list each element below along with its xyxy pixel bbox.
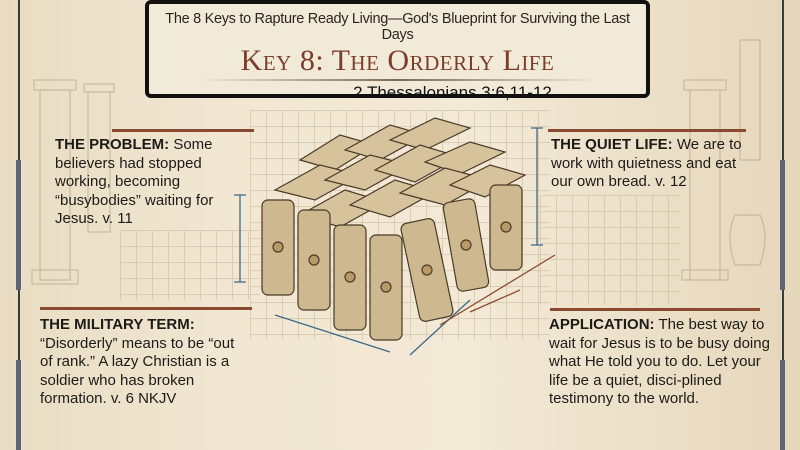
blueprint-grid-right — [540, 195, 680, 305]
military-divider — [40, 307, 252, 310]
right-scale-bar — [780, 160, 785, 290]
title-banner: The 8 Keys to Rapture Ready Living—God's… — [145, 0, 650, 102]
quiet-life-section: THE QUIET LIFE: We are to work with quie… — [551, 136, 751, 192]
military-term-section: THE MILITARY TERM: “Disorderly” means to… — [40, 316, 250, 409]
quiet-text: We are to work with quietness and eat ou… — [551, 136, 742, 190]
right-scale-bar-lower — [780, 360, 785, 450]
application-section: APPLICATION: The best way to wait for Je… — [549, 316, 779, 409]
title-divider — [197, 79, 598, 81]
problem-divider — [112, 129, 254, 132]
military-text: “Disorderly” means to be “out of rank.” … — [40, 334, 235, 408]
page-title: Key 8: The Orderly Life — [240, 44, 555, 77]
application-heading: APPLICATION: — [549, 316, 655, 333]
problem-text: Some believers had stopped working, beco… — [55, 136, 214, 227]
quiet-divider — [548, 129, 746, 132]
problem-heading: THE PROBLEM: — [55, 136, 170, 153]
military-heading: THE MILITARY TERM: — [40, 316, 195, 333]
quiet-heading: THE QUIET LIFE: — [551, 136, 673, 153]
left-scale-bar-lower — [16, 360, 21, 450]
problem-section: THE PROBLEM: Some believers had stopped … — [55, 136, 235, 229]
scripture-reference: 2 Thessalonians 3:6,11-12 — [353, 83, 552, 102]
application-divider — [550, 308, 760, 311]
left-scale-bar — [16, 160, 21, 290]
application-text: The best way to wait for Jesus is to be … — [549, 316, 770, 407]
blueprint-grid-left — [120, 230, 260, 300]
series-subtitle: The 8 Keys to Rapture Ready Living—God's… — [165, 11, 630, 43]
